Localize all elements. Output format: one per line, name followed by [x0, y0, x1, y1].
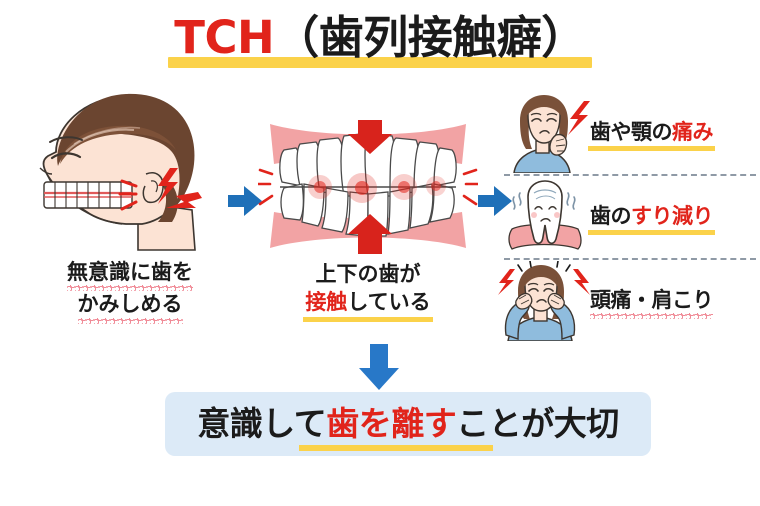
symptom-label: 歯や顎の痛み	[588, 116, 715, 151]
conclusion-text-before: 意識して	[197, 404, 327, 443]
yellow-underline	[588, 230, 715, 235]
cause-caption-line2: かみしめる	[77, 292, 183, 317]
symptom-label-black: 歯や顎の	[590, 120, 673, 144]
conclusion-banner: 意識して歯を離すことが大切	[165, 392, 651, 456]
flow-arrow-right-2	[478, 186, 512, 216]
wavy-underline	[77, 317, 183, 324]
title-accent: TCH	[174, 11, 275, 64]
woman-jaw-pain-icon	[498, 93, 590, 174]
separator	[504, 258, 756, 260]
worn-tooth-icon	[498, 177, 590, 257]
cause-caption-line1: 無意識に歯を	[67, 260, 193, 284]
list-item: 歯や顎の痛み	[498, 92, 756, 174]
state-caption-line1: 上下の歯が	[315, 262, 421, 286]
head-profile-clenching-icon	[30, 82, 230, 258]
flow-arrow-right-1	[228, 186, 262, 216]
symptom-label-black: 頭痛・肩こり	[590, 288, 714, 312]
symptom-list: 歯や顎の痛み	[498, 92, 756, 342]
flow-arrow-down	[359, 344, 399, 390]
title-main: （歯列接触癖）	[274, 11, 586, 64]
symptom-label-accent: すり減り	[631, 204, 714, 228]
cause-caption: 無意識に歯を かみしめる	[30, 258, 230, 324]
title-highlight-bar	[168, 56, 592, 68]
page-title: TCH（歯列接触癖）	[0, 12, 760, 70]
state-caption-accent: 接触	[305, 290, 348, 315]
yellow-underline	[303, 316, 433, 322]
wavy-underline	[590, 313, 713, 319]
symptom-label: 歯のすり減り	[588, 200, 715, 235]
woman-headache-icon	[498, 260, 590, 342]
state-caption: 上下の歯が 接触している	[258, 260, 478, 322]
state-caption-rest: している	[347, 290, 431, 315]
list-item: 歯のすり減り	[498, 176, 756, 258]
state-panel: 上下の歯が 接触している	[256, 118, 480, 322]
list-item: 頭痛・肩こり	[498, 260, 756, 342]
yellow-underline	[299, 445, 493, 451]
conclusion-text-accent: 歯を離す	[326, 404, 457, 443]
conclusion-text-after: ことが大切	[456, 404, 619, 443]
teeth-contact-icon	[256, 118, 480, 258]
wavy-underline	[67, 285, 193, 292]
separator	[504, 174, 756, 176]
symptom-label-accent: 痛み	[672, 120, 714, 144]
yellow-underline	[588, 146, 715, 151]
cause-panel: 無意識に歯を かみしめる	[30, 82, 230, 324]
symptom-label: 頭痛・肩こり	[590, 284, 714, 319]
symptom-label-black: 歯の	[590, 204, 632, 228]
